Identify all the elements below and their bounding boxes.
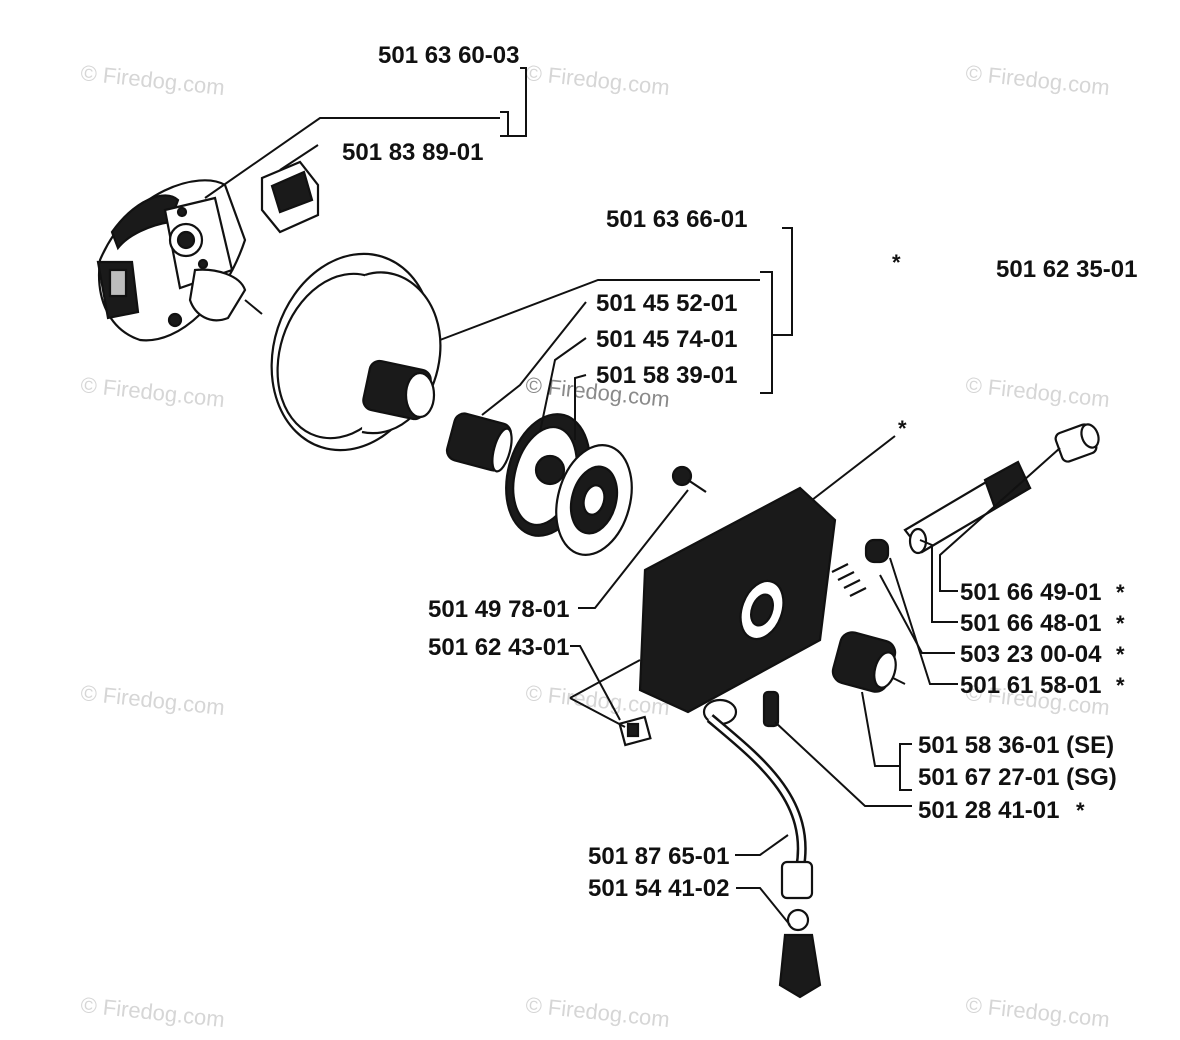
label-drum-kit: 501 63 66-01	[606, 206, 747, 233]
label-oil-hose: 501 87 65-01	[588, 843, 729, 870]
asterisk: *	[1116, 642, 1125, 667]
watermark: © Firedog.com	[79, 680, 225, 720]
nut-drawing	[618, 715, 652, 747]
label-oil-pump-kit: 501 62 35-01	[996, 256, 1137, 283]
oil-hose-drawing	[702, 698, 814, 900]
label-pump-shaft: 501 66 48-01	[960, 610, 1101, 637]
watermark: © Firedog.com	[79, 60, 225, 100]
label-nut: 501 62 43-01	[428, 634, 569, 661]
screw-drawing	[671, 465, 707, 493]
watermark: © Firedog.com	[524, 60, 670, 100]
watermark: © Firedog.com	[964, 60, 1110, 100]
watermark: © Firedog.com	[524, 992, 670, 1032]
label-pump-gear: 501 66 49-01	[960, 579, 1101, 606]
pump-shaft-drawing	[903, 460, 1032, 555]
label-worm-sg: 501 67 27-01 (SG)	[918, 764, 1117, 791]
asterisk: *	[892, 250, 901, 275]
clutch-spring-drawing	[260, 160, 320, 234]
watermark: © Firedog.com	[964, 372, 1110, 412]
label-clutch-spring: 501 83 89-01	[342, 139, 483, 166]
label-spring: 503 23 00-04	[960, 641, 1102, 668]
label-plunger: 501 61 58-01	[960, 672, 1101, 699]
part-labels: 501 63 60-03 501 83 89-01 501 63 66-01 *…	[342, 42, 1137, 902]
label-washer: 501 58 39-01	[596, 362, 737, 389]
washer-drawing	[555, 444, 633, 556]
needle-bearing-drawing	[445, 412, 513, 473]
label-sprocket: 501 45 74-01	[596, 326, 737, 353]
watermark: © Firedog.com	[79, 992, 225, 1032]
label-clutch-kit: 501 63 60-03	[378, 42, 519, 69]
label-needle-bearing: 501 45 52-01	[596, 290, 737, 317]
clutch-assembly-drawing	[96, 179, 263, 342]
asterisk: *	[1116, 673, 1125, 698]
watermark: © Firedog.com	[79, 372, 225, 412]
oil-filter-drawing	[778, 908, 822, 999]
asterisk: *	[898, 416, 907, 441]
spring-drawing	[831, 538, 890, 597]
label-oil-filter: 501 54 41-02	[588, 875, 729, 902]
pump-gear-drawing	[1054, 423, 1100, 463]
oil-pump-housing-drawing	[638, 486, 837, 714]
plunger-drawing	[831, 631, 906, 693]
label-screw: 501 49 78-01	[428, 596, 569, 623]
leader-lines	[204, 67, 1061, 926]
label-worm-se: 501 58 36-01 (SE)	[918, 732, 1114, 759]
asterisk: *	[1076, 798, 1085, 823]
asterisk: *	[1116, 580, 1125, 605]
asterisk: *	[1116, 611, 1125, 636]
label-seal: 501 28 41-01	[918, 797, 1059, 824]
worm-drawing	[762, 690, 780, 728]
clutch-drum-drawing	[270, 252, 442, 452]
watermark: © Firedog.com	[964, 992, 1110, 1032]
